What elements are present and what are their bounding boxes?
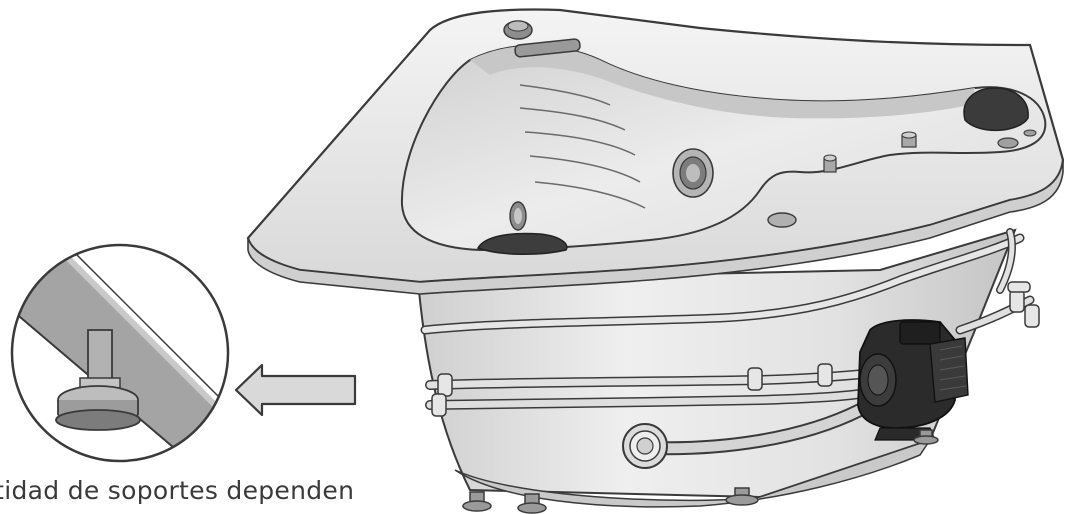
headrest-left [476,232,568,255]
headrest-right [963,87,1029,132]
caption-text: ntidad de soportes dependen [0,476,355,505]
drain-cover [767,212,797,228]
tub-basin-wall [470,45,975,119]
jet-small-1 [823,154,837,173]
rim-control [997,137,1019,149]
tub-feet [462,429,939,514]
jet-small-2 [901,131,917,148]
jet-left [509,201,527,231]
side-port [622,423,668,469]
pump-motor [857,319,969,441]
tub-skirt-bottom [454,438,932,508]
detail-support-leg [87,329,113,386]
detail-callout [10,243,230,463]
arrow-left-icon [234,363,357,417]
tub-rim-edge [247,159,1064,295]
overflow-slot [514,38,581,58]
hoses [420,228,1035,456]
detail-circle-border [10,243,230,463]
corner-bathtub [246,8,1065,514]
jet-center [672,148,714,198]
basin-steps [519,84,646,209]
hose-clamps [431,281,1040,417]
